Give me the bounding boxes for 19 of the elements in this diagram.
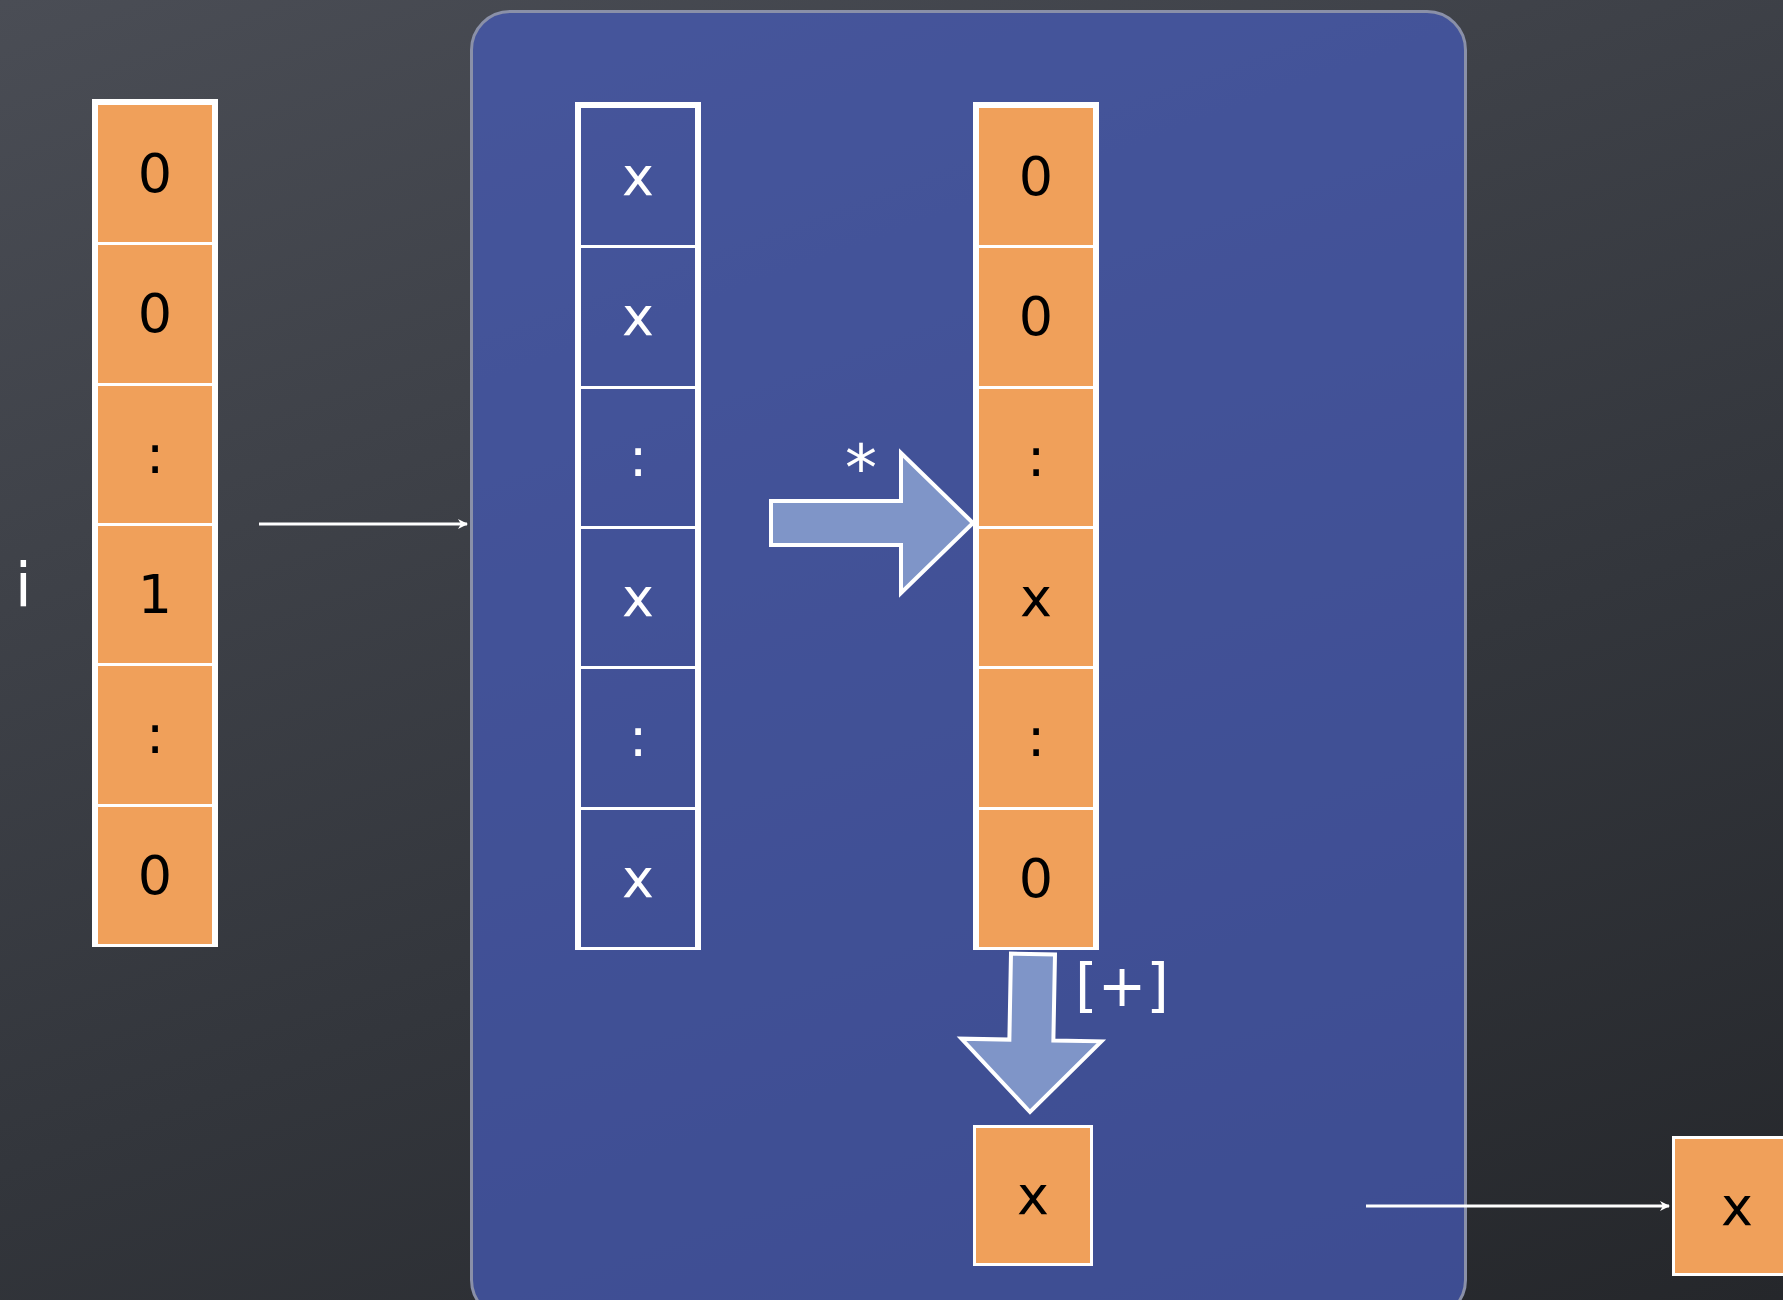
vector-cell: : — [95, 663, 215, 807]
vector-cell: x — [1672, 1136, 1783, 1276]
index-label: i — [15, 549, 32, 620]
vector-cell: x — [578, 245, 698, 389]
vector-cell: 0 — [95, 242, 215, 386]
vector-column — [578, 105, 698, 947]
vector-cell: : — [976, 666, 1096, 810]
vector-cell: : — [578, 666, 698, 810]
edge-label: * — [845, 431, 877, 505]
edge-label: [+] — [1075, 952, 1169, 1020]
vector-column — [95, 102, 215, 944]
vector-cell: x — [973, 1125, 1093, 1266]
arrow — [259, 519, 468, 529]
vector-cell: 0 — [976, 245, 1096, 389]
arrow — [1366, 1201, 1670, 1211]
panel-background — [470, 10, 1467, 1300]
block-arrow — [956, 951, 1107, 1115]
vector-column — [976, 105, 1096, 947]
block-arrow — [769, 448, 976, 598]
